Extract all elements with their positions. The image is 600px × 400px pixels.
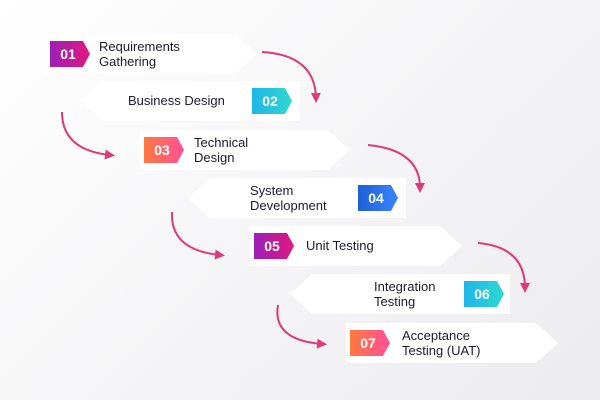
step-number-badge: 01 (50, 41, 90, 67)
step-label-line-1: Acceptance (402, 328, 470, 343)
step-number-badge: 04 (358, 185, 398, 211)
step-label: Integration Testing (374, 279, 435, 309)
step-label-line-2: Gathering (99, 54, 157, 69)
step-label: Unit Testing (306, 238, 374, 253)
step-label-line-1: Integration (374, 279, 436, 294)
step-label: Technical Design (194, 135, 248, 165)
step-label-line-2: Testing (374, 294, 416, 309)
step-label-line-1: Business Design (128, 93, 225, 108)
step-07: 07 Acceptance Testing (UAT) (346, 323, 558, 363)
step-03: 03 Technical Design (140, 130, 350, 170)
step-number-badge: 07 (350, 330, 390, 356)
step-02: Business Design 02 (80, 81, 300, 121)
step-label: System Development (250, 183, 327, 213)
step-label: Business Design (128, 93, 225, 108)
step-05: 05 Unit Testing (250, 226, 462, 266)
step-label-line-1: System (250, 183, 294, 198)
step-01: 01 Requirements Gathering (45, 34, 257, 74)
step-number-badge: 05 (254, 233, 294, 259)
step-label-line-1: Unit Testing (306, 238, 374, 253)
step-number-badge: 06 (464, 281, 504, 307)
step-label-line-1: Requirements (99, 39, 180, 54)
step-number-badge: 02 (252, 88, 292, 114)
step-label-line-1: Technical (194, 135, 249, 150)
step-06: Integration Testing 06 (290, 274, 510, 314)
step-04: System Development 04 (188, 178, 406, 218)
step-label: Acceptance Testing (UAT) (402, 328, 481, 358)
step-label-line-2: Design (194, 150, 235, 165)
step-label-line-2: Testing (UAT) (402, 343, 481, 358)
arrow-04-05 (170, 211, 225, 260)
step-number-badge: 03 (144, 137, 184, 163)
step-label-line-2: Development (250, 198, 327, 213)
step-label: Requirements Gathering (99, 39, 180, 69)
